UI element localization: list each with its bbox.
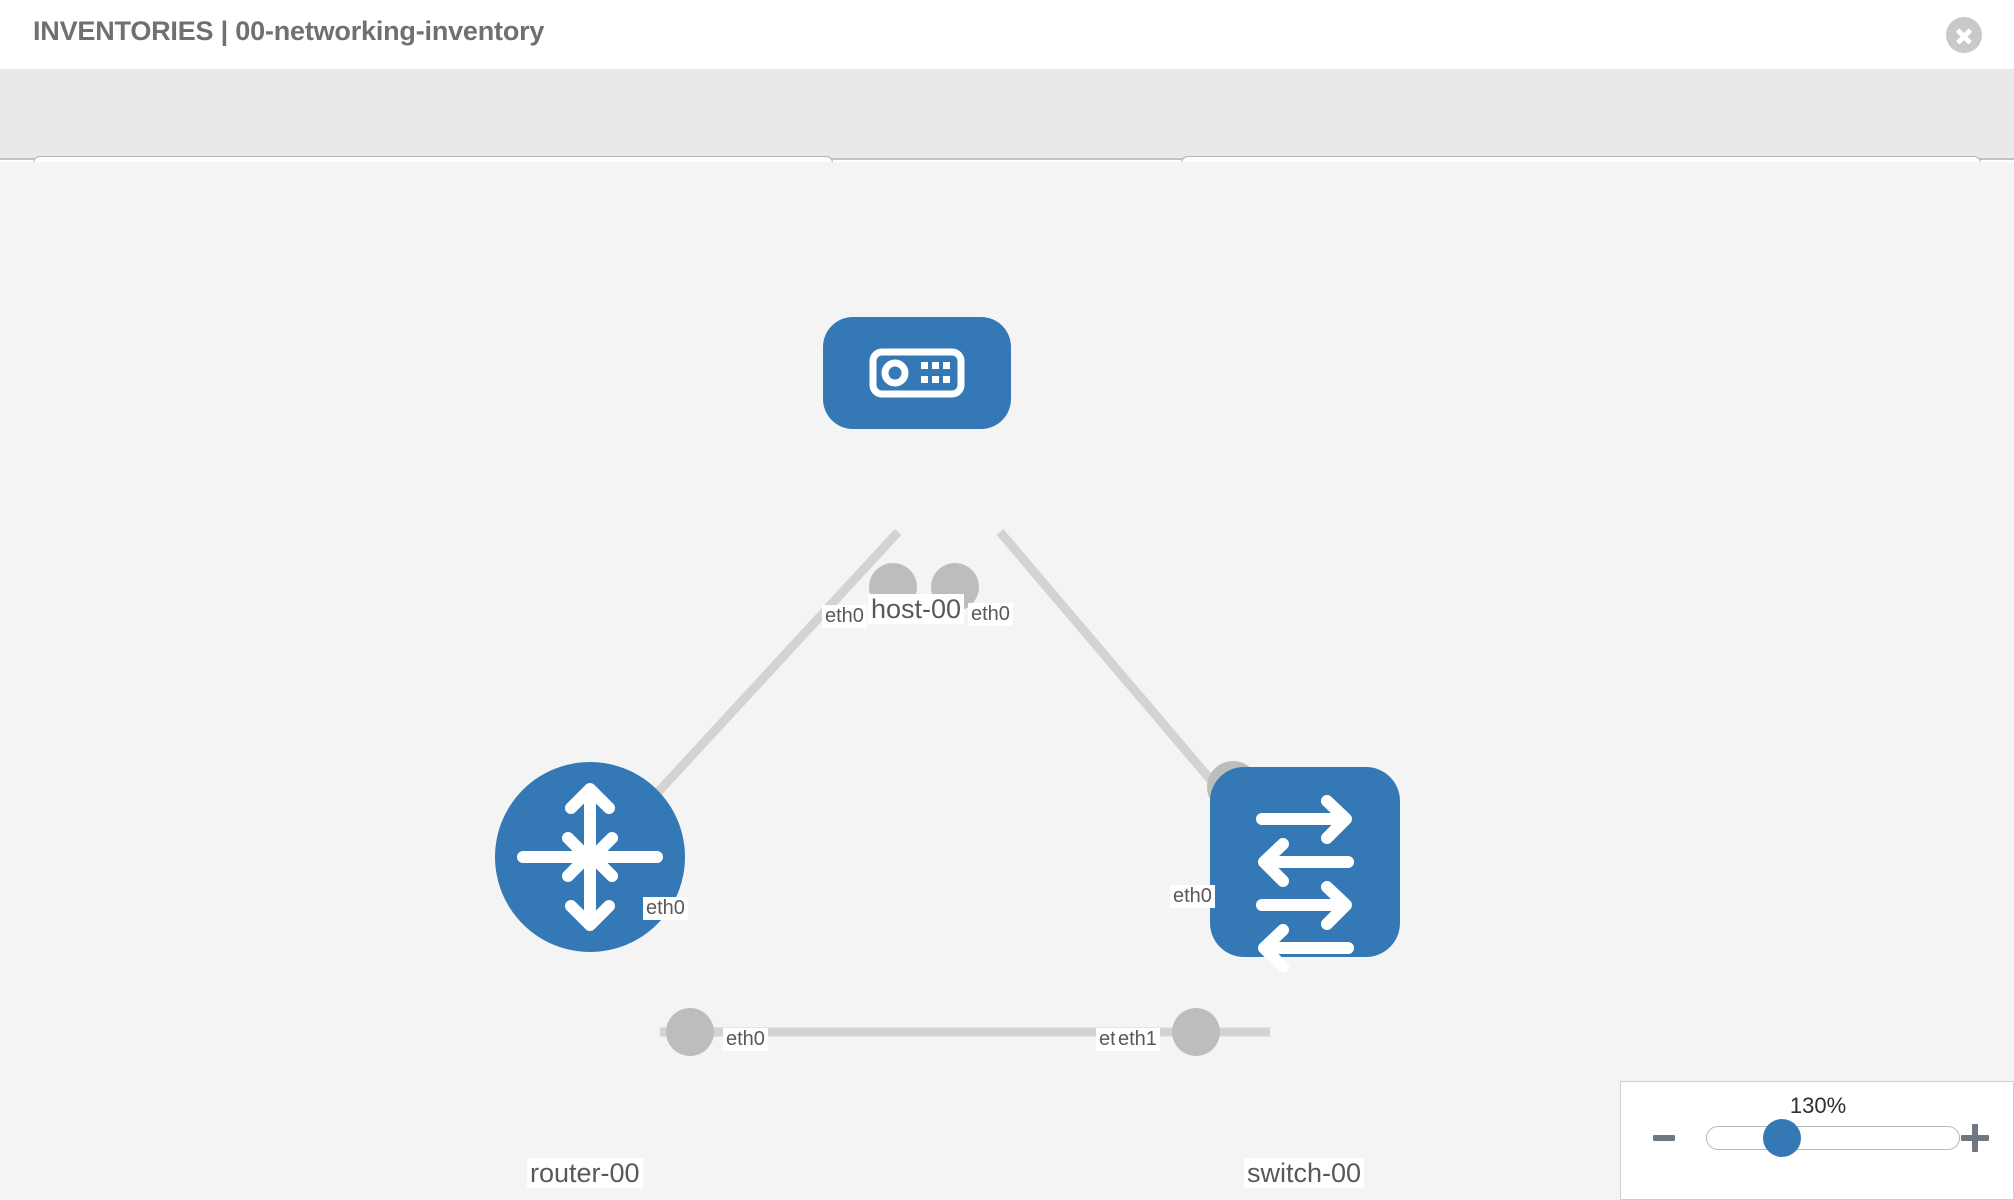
- toolbar: ACTIONS SEARCH: [0, 70, 2014, 209]
- server-icon: [869, 348, 965, 398]
- zoom-level-value: 130%: [1789, 1093, 1847, 1118]
- router-arrows-icon: [517, 783, 663, 931]
- switch-arrows-icon: [1256, 795, 1354, 973]
- plus-icon[interactable]: [1961, 1124, 1989, 1152]
- host-node-shape: [823, 317, 1011, 429]
- switch-node-label: switch-00: [1244, 1158, 1365, 1189]
- host-left-port-label: eth0: [822, 605, 867, 628]
- page-title: INVENTORIES | 00-networking-inventory: [33, 16, 545, 46]
- switch-left-port-label-b: eth1: [1115, 1028, 1160, 1051]
- switch-up-port-label: eth0: [1170, 885, 1215, 908]
- topology-canvas[interactable]: eth0 eth0 eth0 eth0 eth0 eth0 eth1 host-…: [0, 162, 2014, 1200]
- node-switch-00: [1210, 767, 1400, 973]
- router-up-port-label: eth0: [643, 897, 688, 920]
- close-icon[interactable]: [1946, 17, 1982, 53]
- topology-graph: [495, 317, 1400, 1056]
- switch-left-port: [1172, 1008, 1220, 1056]
- router-node-label: router-00: [527, 1158, 643, 1189]
- topology-ports: [666, 563, 1259, 1056]
- router-right-port: [666, 1008, 714, 1056]
- host-node-label: host-00: [868, 594, 965, 625]
- link-router-host: [608, 528, 902, 846]
- node-host-00: [823, 317, 1011, 429]
- router-right-port-label: eth0: [723, 1028, 768, 1051]
- node-router-00: [495, 762, 685, 952]
- host-right-port-label: eth0: [968, 603, 1013, 626]
- page-header: INVENTORIES | 00-networking-inventory: [0, 0, 2014, 70]
- minus-icon[interactable]: [1653, 1135, 1675, 1141]
- zoom-slider-thumb[interactable]: [1763, 1119, 1801, 1157]
- zoom-control-panel: 130%: [1620, 1081, 2014, 1200]
- zoom-slider-track[interactable]: [1706, 1126, 1960, 1150]
